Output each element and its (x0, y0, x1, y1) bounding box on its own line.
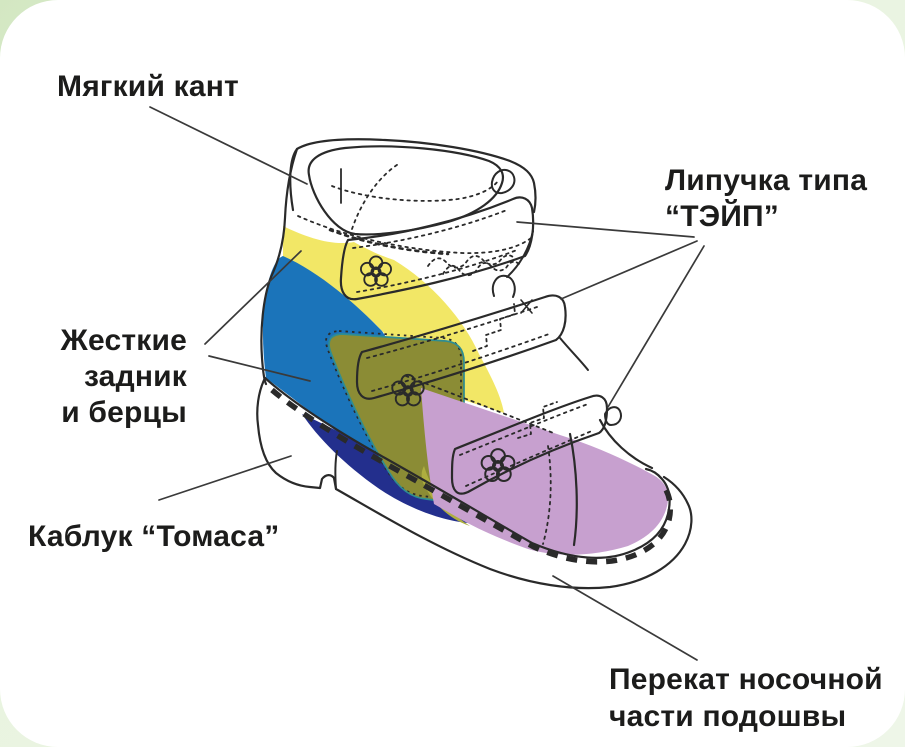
strap1-outline (339, 196, 535, 301)
strap1-wavy-stitch (427, 254, 514, 269)
collar-bottom-stitch (297, 215, 532, 254)
leader-thomas-heel (158, 455, 292, 501)
strap2-x-mark (520, 299, 533, 314)
flower-icon (391, 373, 425, 407)
label-soft-edge: Мягкий кант (57, 70, 239, 103)
side-support-outline (328, 333, 465, 502)
leader-velcro-b (560, 240, 698, 300)
collar-hole (490, 168, 516, 195)
strap3-stitch-bottom (465, 429, 595, 487)
leader-velcro-c (607, 245, 705, 408)
leader-rigid-a (204, 250, 302, 345)
quarter-line (506, 230, 534, 278)
strap3-zigzag-stitch (517, 401, 558, 439)
label-rigid-back: Жесткие задник и берцы (60, 324, 187, 429)
strap2-loop (491, 274, 516, 298)
collar-inner-stitch (331, 180, 499, 202)
leader-lines (149, 106, 705, 661)
vamp-stitch-diagonal (405, 375, 557, 435)
strap1-stitch-bottom (356, 249, 518, 293)
strap3-stitch-top (459, 403, 589, 456)
collar-outline (289, 138, 537, 214)
collar-opening (307, 145, 505, 236)
collar-ladder-stitch (328, 228, 450, 256)
quarter-edge (559, 337, 589, 371)
collar-liner-stitch (351, 162, 401, 230)
sole-welt-dashes (270, 387, 674, 565)
sole-outer-edge (256, 376, 693, 590)
strap2-zigzag-stitch (472, 303, 516, 352)
collar-wavy-stitch (442, 260, 520, 277)
toebox-curve (598, 418, 654, 470)
sole-top-edge (263, 376, 671, 559)
shoe-line-art (256, 138, 693, 590)
leader-velcro-a (516, 221, 695, 238)
flower-icon (480, 448, 516, 482)
leader-rigid-b (208, 355, 311, 382)
label-velcro-tape: Липучка типа “ТЭЙП” (665, 164, 868, 233)
vamp-curve (568, 432, 578, 547)
boot-back-edge (260, 147, 299, 386)
vamp-stitch-curve (542, 445, 552, 545)
leader-toe-roll (552, 575, 698, 661)
strap2-stitch-top (366, 305, 541, 359)
flower-icon (360, 255, 392, 287)
label-toe-roll: Перекат носочной части подошвы (609, 663, 883, 733)
leader-soft-edge (149, 106, 308, 185)
strap2-outline (355, 294, 567, 400)
zone-toe (421, 388, 669, 555)
zone-wedge (421, 466, 470, 526)
strap3-loop (604, 406, 622, 426)
strap1-stitch-top (352, 209, 508, 249)
strap3-outline (450, 394, 609, 495)
label-thomas-heel: Каблук “Томаса” (28, 520, 280, 553)
heel-step-line (334, 450, 338, 490)
